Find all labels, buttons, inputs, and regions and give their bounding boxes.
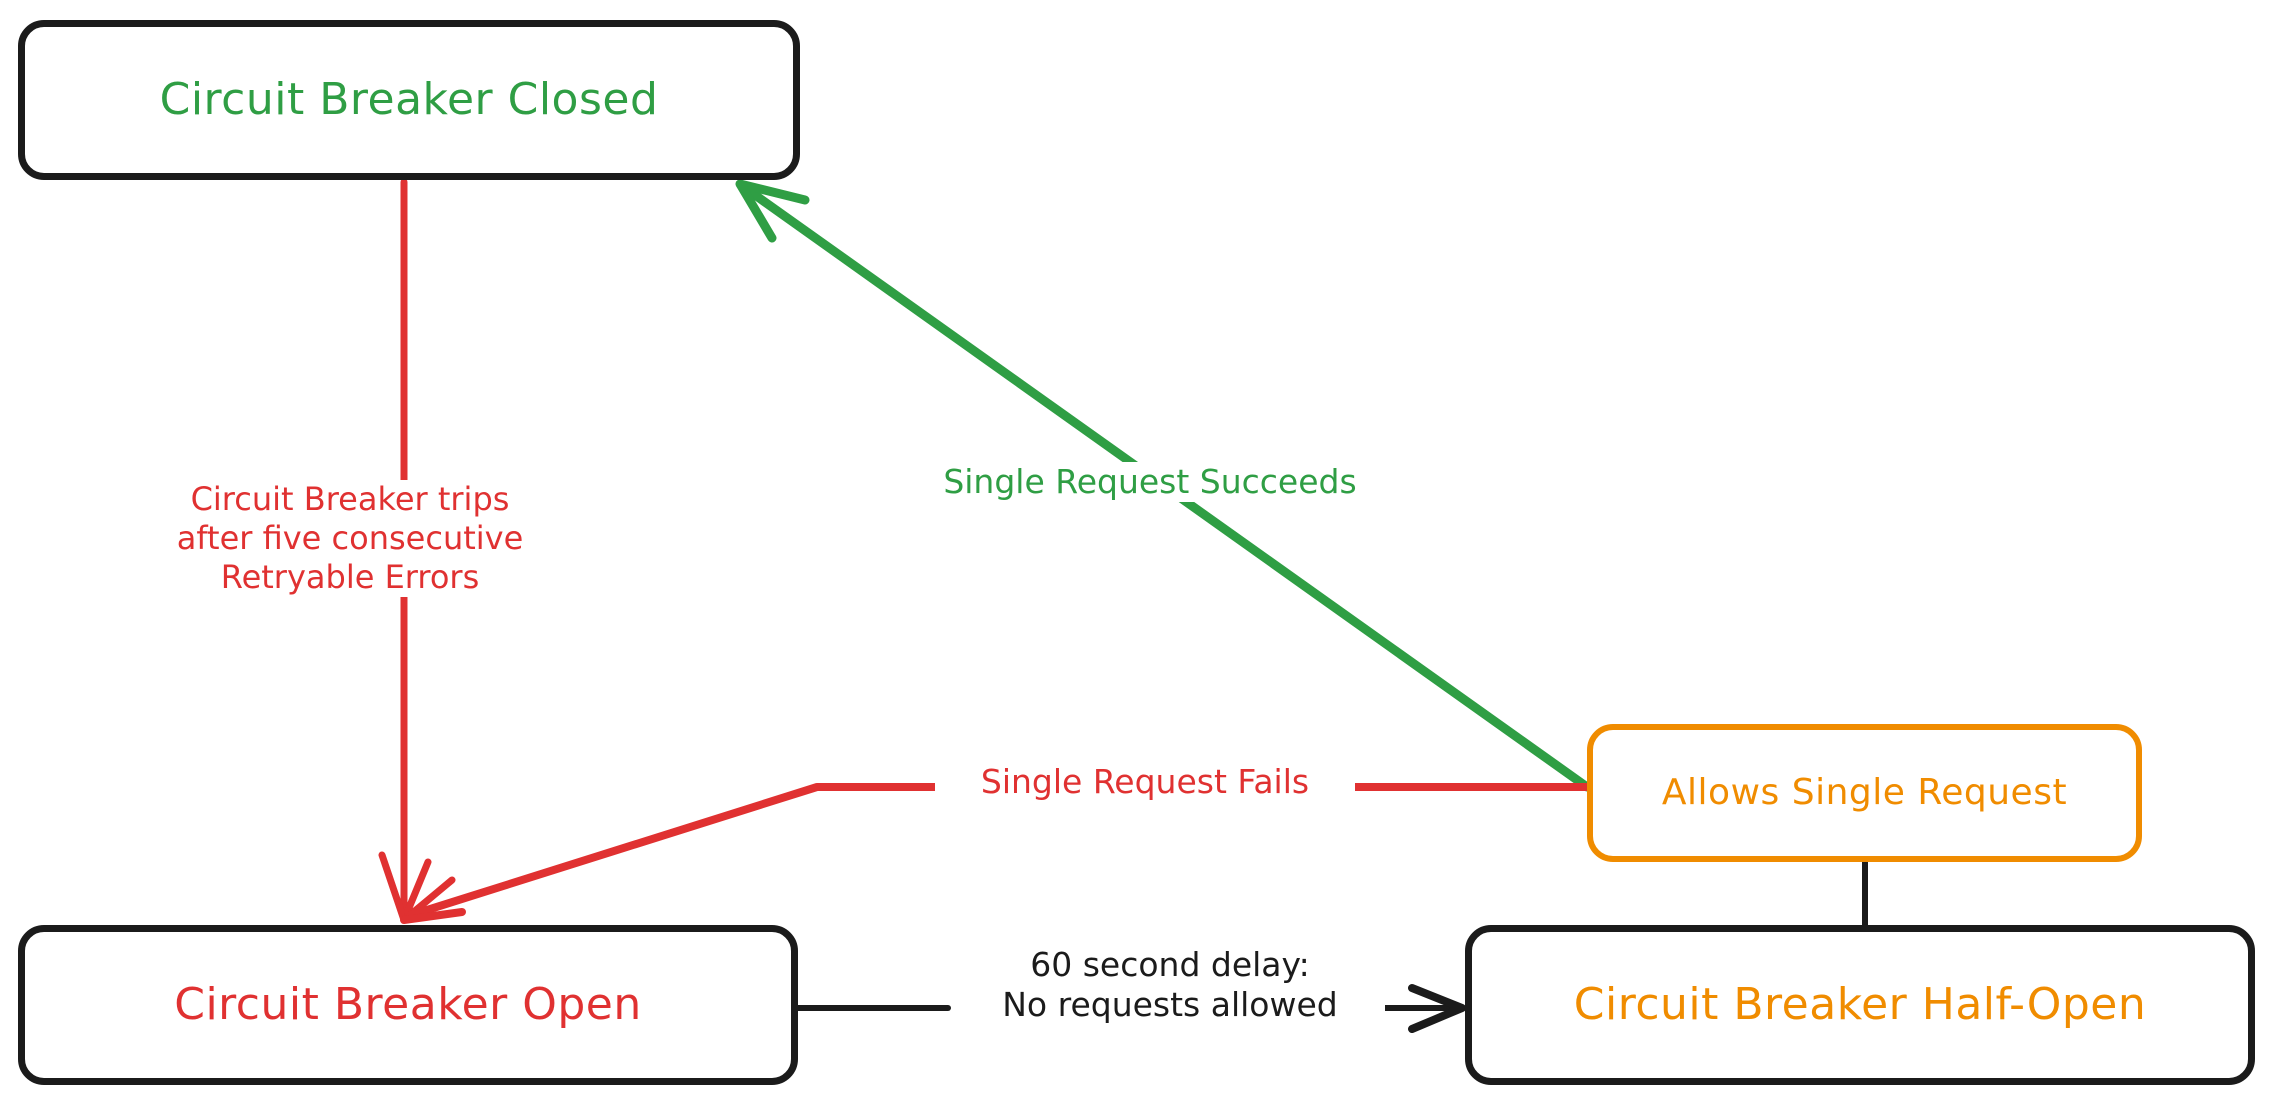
edge-label-single-request-succeeds: Single Request Succeeds [905, 462, 1395, 503]
node-circuit-breaker-closed[interactable]: Circuit Breaker Closed [18, 20, 800, 180]
node-circuit-breaker-closed-label: Circuit Breaker Closed [159, 73, 659, 125]
node-circuit-breaker-open[interactable]: Circuit Breaker Open [18, 925, 798, 1085]
node-circuit-breaker-half-open[interactable]: Circuit Breaker Half-Open [1465, 925, 2255, 1085]
node-allows-single-request[interactable]: Allows Single Request [1587, 724, 2142, 862]
node-circuit-breaker-half-open-label: Circuit Breaker Half-Open [1573, 978, 2147, 1030]
edge-allows-to-open [400, 783, 1591, 924]
node-circuit-breaker-open-label: Circuit Breaker Open [174, 978, 642, 1030]
edge-label-sixty-second-delay: 60 second delay: No requests allowed [955, 945, 1385, 1026]
node-allows-single-request-label: Allows Single Request [1661, 772, 2068, 814]
edge-label-circuit-breaker-trips: Circuit Breaker trips after five consecu… [140, 480, 560, 598]
edge-label-single-request-fails: Single Request Fails [935, 762, 1355, 803]
